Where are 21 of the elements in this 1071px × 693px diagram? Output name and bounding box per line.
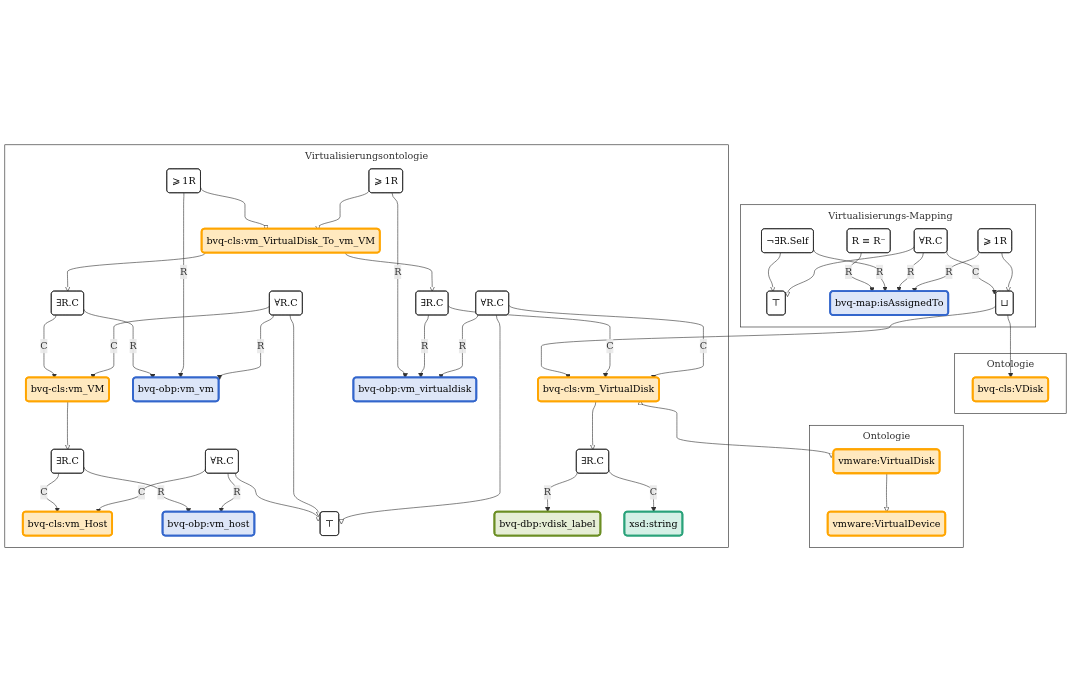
edge-label: C [699,340,708,352]
edge-label: R [180,266,188,278]
edge-label: C [972,266,980,278]
edge-label: R [233,486,241,499]
edge-label: C [649,486,658,499]
edge-label: R [907,266,915,278]
edge-label: C [137,486,146,499]
edge-label: R [420,340,429,352]
edge-label: R [394,266,402,278]
edge-label: C [40,486,48,499]
edge-label: C [110,340,118,352]
edge-label: R [844,266,853,278]
edge-label: C [40,340,48,352]
edge-label: R [129,340,137,352]
edge-label: R [875,266,884,278]
edge-label: R [458,340,467,352]
edge-label: R [256,340,265,352]
edge-label: C [606,340,614,352]
edge-label: R [157,486,165,499]
edge-label: R [945,266,953,278]
edge-label: R [543,486,552,499]
